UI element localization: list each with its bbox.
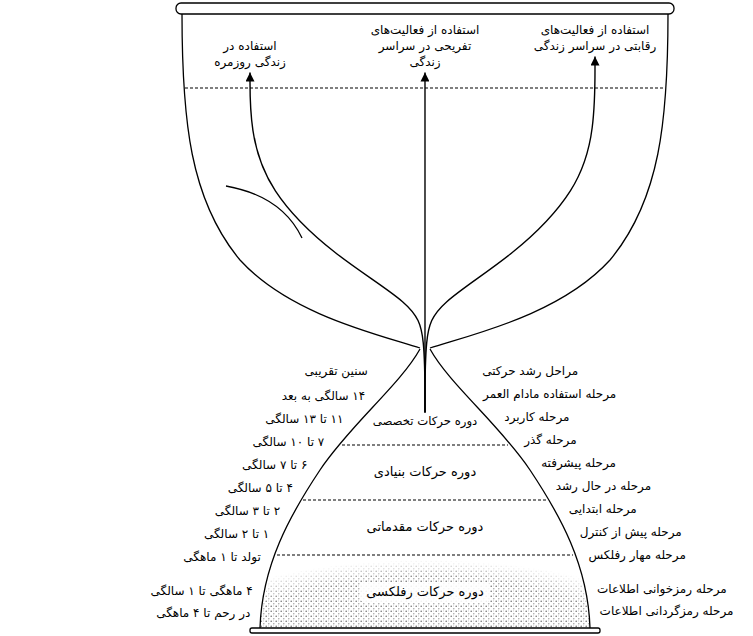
- outcome-region: استفاده در زندگی روزمره: [204, 36, 296, 72]
- age-label: ۱ تا ۲ سالگی: [204, 527, 269, 543]
- age-label: در رحم تا ۴ ماهگی: [156, 606, 250, 622]
- period-band: دوره حرکات مقدماتی: [361, 517, 490, 538]
- node-text: استفاده در زندگی روزمره: [206, 38, 294, 70]
- stage-label: مرحله کاربرد: [504, 410, 569, 426]
- node-text: دوره حرکات مقدماتی: [367, 519, 484, 536]
- node-text: استفاده از فعالیت‌های رقابتی در سراسر زن…: [533, 22, 657, 54]
- age-label: ۴ ماهگی تا ۱ سالگی: [151, 584, 253, 600]
- age-label: سنین تقریبی: [305, 364, 368, 380]
- outcome-region: استفاده از فعالیت‌های تفریحی در سراسر زن…: [361, 20, 489, 73]
- stage-label: مرحله پیشرفته: [541, 456, 616, 472]
- branch-curve: [226, 186, 302, 238]
- age-label: ۱۴ سالگی به بعد: [282, 389, 366, 405]
- age-label: ۱۱ تا ۱۳ سالگی: [265, 412, 343, 428]
- dashed-divider: [342, 444, 508, 445]
- flow-arrow: [425, 56, 595, 412]
- top-rim: [176, 3, 674, 14]
- stage-label: مرحله رمزگردانی اطلاعات: [600, 604, 734, 620]
- node-text: دوره حرکات بنیادی: [374, 464, 476, 481]
- stage-label: مرحله پیش از کنترل: [580, 525, 682, 541]
- stage-label: مرحله استفاده مادام العمر: [483, 387, 616, 403]
- stage-label: مرحله ابتدایی: [569, 502, 637, 518]
- age-label: ۴ تا ۵ سالگی: [228, 481, 293, 497]
- period-band: دوره حرکات تخصصی: [367, 412, 484, 431]
- stipple-texture: [260, 538, 590, 628]
- stage-label: مراحل رشد حرکتی: [482, 364, 578, 380]
- period-band: دوره حرکات رفلکسی: [360, 582, 489, 603]
- outcome-region: استفاده از فعالیت‌های رقابتی در سراسر زن…: [531, 20, 659, 56]
- period-band: دوره حرکات بنیادی: [368, 462, 482, 483]
- dashed-divider: [303, 499, 547, 500]
- stage-label: مرحله گذر: [524, 433, 577, 449]
- stage-label: مرحله رمزخوانی اطلاعات: [597, 582, 727, 598]
- flow-arrow: [250, 72, 425, 412]
- hourglass-outline: [430, 14, 668, 348]
- age-label: ۲ تا ۳ سالگی: [215, 504, 280, 520]
- bottom-rim: [250, 628, 600, 633]
- age-label: ۷ تا ۱۰ سالگی: [253, 435, 325, 451]
- age-label: ۶ تا ۷ سالگی: [242, 458, 307, 474]
- stage-label: مرحله مهار رفلکس: [588, 548, 685, 564]
- dashed-divider: [277, 554, 573, 555]
- node-text: دوره حرکات تخصصی: [373, 414, 478, 429]
- age-label: تولد تا ۱ ماهگی: [183, 550, 260, 566]
- node-text: استفاده از فعالیت‌های تفریحی در سراسر زن…: [363, 22, 487, 71]
- stage-label: مرحله در حال رشد: [556, 479, 651, 495]
- node-text: دوره حرکات رفلکسی: [366, 584, 483, 601]
- hourglass-outline: [182, 14, 420, 348]
